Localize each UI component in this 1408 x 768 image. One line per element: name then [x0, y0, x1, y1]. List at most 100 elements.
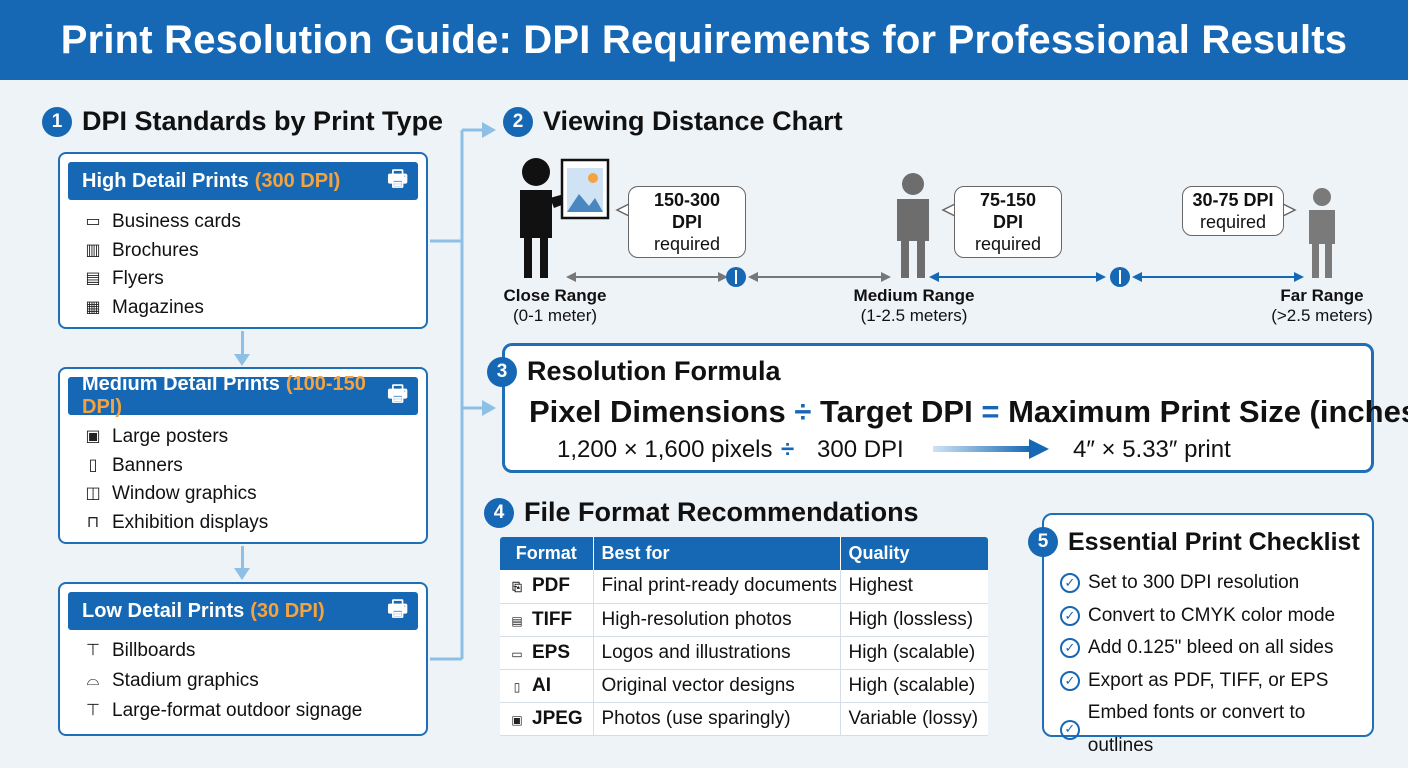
column-header: Best for	[593, 537, 841, 570]
list-item: ◫Window graphics	[82, 480, 426, 509]
checklist-item: ✓Embed fonts or convert to outlines	[1060, 697, 1372, 762]
tiff-icon: ▤	[511, 613, 523, 628]
window-icon: ◫	[85, 485, 101, 502]
jpeg-icon: ▣	[511, 712, 523, 727]
dpi-value: 150-300 DPI	[653, 190, 721, 232]
list-item-text: Magazines	[112, 296, 204, 318]
checkmark-icon: ✓	[1060, 638, 1080, 659]
equals-operator: =	[981, 394, 1000, 429]
formula-term: Pixel Dimensions	[529, 394, 786, 429]
list-item-text: Banners	[112, 454, 183, 476]
high-detail-header: High Detail Prints(300 DPI) 🖶	[68, 162, 418, 200]
section3-title: Resolution Formula	[527, 356, 781, 386]
printer-icon: 🖶	[387, 166, 408, 191]
checklist-text: Convert to CMYK color mode	[1088, 604, 1336, 626]
ai-icon: ▯	[513, 679, 521, 694]
table-row: ▤TIFF High-resolution photos High (lossl…	[500, 603, 988, 637]
checklist-item: ✓Export as PDF, TIFF, or EPS	[1060, 665, 1372, 698]
list-item-text: Exhibition displays	[112, 511, 269, 533]
format-name: TIFF	[532, 608, 573, 630]
range-distance: (>2.5 meters)	[1271, 306, 1373, 325]
section5-heading: 5 Essential Print Checklist	[1028, 527, 1360, 557]
medium-detail-card: Medium Detail Prints(100-150 DPI) 🖶 ▣Lar…	[58, 367, 428, 544]
list-item-text: Business cards	[112, 211, 241, 232]
card-dpi: (300 DPI)	[254, 169, 341, 192]
close-range-label: Close Range(0-1 meter)	[485, 286, 625, 326]
header-banner: Print Resolution Guide: DPI Requirements…	[0, 0, 1408, 80]
format-name: EPS	[532, 641, 571, 663]
required-text: required	[974, 234, 1042, 254]
column-header: Format	[500, 537, 594, 570]
magazine-icon: ▦	[85, 298, 101, 316]
list-item: ▯Banners	[82, 452, 426, 481]
list-item: ⊓ Exhibition displays	[82, 509, 426, 538]
format-name: JPEG	[532, 707, 583, 729]
section-number-badge: 1	[42, 106, 72, 137]
list-item-text: Billboards	[112, 640, 196, 661]
connector-line	[241, 331, 244, 355]
stadium-icon: ⌓	[86, 672, 100, 689]
range-name: Close Range	[503, 286, 607, 305]
far-viewer-icon	[1309, 188, 1335, 278]
required-text: required	[1199, 212, 1267, 232]
poster-icon: ▣	[85, 428, 101, 445]
checklist-text: Set to 300 DPI resolution	[1088, 572, 1300, 593]
format-cell: ▤ TIFF	[500, 603, 593, 637]
list-item-text: Flyers	[112, 268, 164, 289]
connector-line	[241, 546, 244, 570]
quality-cell: Variable (lossy)	[839, 702, 988, 736]
list-item: ⊤Large-format outdoor signage	[82, 696, 426, 726]
exhibition-icon: ⊓	[86, 513, 100, 531]
checklist-text: Export as PDF, TIFF, or EPS	[1088, 669, 1329, 691]
page-title: Print Resolution Guide: DPI Requirements…	[60, 17, 1348, 62]
divide-operator: ÷	[794, 394, 812, 429]
best-for-cell: Logos and illustrations	[592, 636, 840, 670]
card-dpi: (30 DPI)	[250, 599, 325, 622]
list-item-text: Large-format outdoor signage	[112, 700, 363, 721]
section2-title: Viewing Distance Chart	[543, 106, 843, 136]
best-for-cell: High-resolution photos	[592, 603, 840, 637]
list-item-text: Large posters	[112, 426, 229, 447]
example-dpi: 300 DPI	[817, 436, 904, 463]
printer-icon: 🖶	[387, 596, 408, 621]
table-row: ⎘PDF Final print-ready documents Highest	[500, 570, 988, 604]
section1-heading: 1 DPI Standards by Print Type	[42, 106, 443, 137]
list-item: ▣ Large posters	[82, 423, 426, 452]
resolution-formula-box: 3 Resolution Formula Pixel Dimensions ÷ …	[487, 343, 1408, 473]
section1-title: DPI Standards by Print Type	[82, 106, 444, 136]
section5-title: Essential Print Checklist	[1068, 527, 1360, 556]
best-for-cell: Original vector designs	[592, 669, 840, 703]
list-item: ▦ Magazines	[82, 294, 426, 323]
distance-arrows	[566, 267, 1304, 287]
section-number-badge: 5	[1028, 527, 1058, 557]
connector-arrow	[234, 354, 250, 366]
example-divide-operator: ÷	[781, 436, 795, 463]
eps-icon: ▭	[511, 646, 523, 661]
far-range-label: Far Range(>2.5 meters)	[1252, 286, 1392, 326]
brochure-icon: ▥	[85, 241, 101, 259]
connector-arrow	[234, 568, 250, 580]
checkmark-icon: ✓	[1060, 573, 1080, 594]
best-for-cell: Photos (use sparingly)	[592, 702, 840, 736]
example-result: 4″ × 5.33″ print	[1073, 436, 1231, 463]
table-row: ▣ JPEG Photos (use sparingly) Variable (l…	[500, 702, 988, 736]
card-dpi: (100-150 DPI)	[82, 373, 366, 418]
format-cell: ▣ JPEG	[500, 702, 593, 736]
formula-term: Maximum Print Size (inches)	[1008, 394, 1408, 429]
high-detail-card: High Detail Prints(300 DPI) 🖶 ▭Business …	[58, 152, 428, 329]
pdf-icon: ⎘	[512, 580, 522, 595]
dpi-value: 30-75 DPI	[1192, 190, 1274, 210]
printer-icon: 🖶	[387, 381, 408, 406]
card-label: Low Detail Prints	[82, 599, 245, 622]
section2-heading: 2 Viewing Distance Chart	[503, 106, 843, 137]
column-header: Quality	[840, 537, 988, 570]
example-pixels: 1,200 × 1,600 pixels	[557, 436, 773, 463]
list-item-text: Brochures	[112, 239, 199, 261]
list-item: ▥ Brochures	[82, 237, 426, 266]
checklist-text: Add 0.125" bleed on all sides	[1088, 637, 1334, 658]
checklist-text: Embed fonts or convert to outlines	[1087, 702, 1306, 756]
